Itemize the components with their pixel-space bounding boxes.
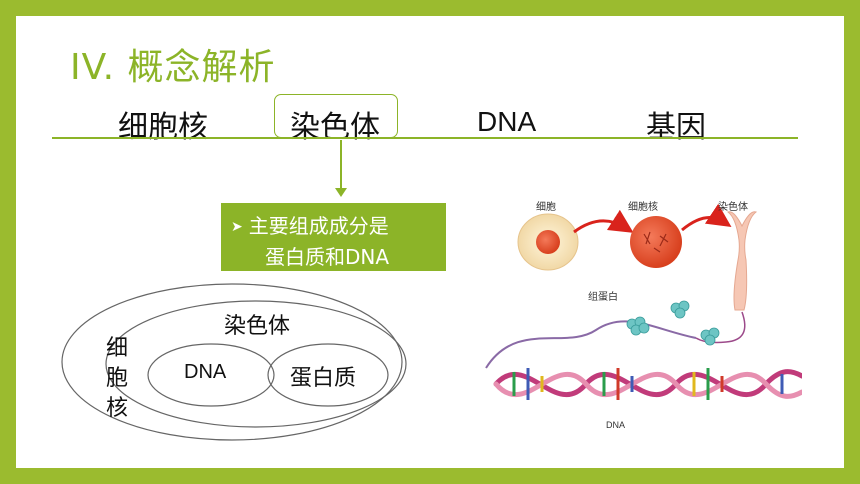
concept-line (52, 137, 798, 139)
term-dna: DNA (477, 106, 537, 137)
arrow-bullet-icon: ➤ (231, 219, 243, 235)
venn-diagram: 细胞核 染色体 DNA 蛋白质 (60, 282, 420, 446)
slide-title: IV. 概念解析 (70, 47, 276, 88)
arrow-down-icon (335, 188, 347, 197)
chromosome-structure-diagram: 细胞 细胞核 染色体 组蛋白 DNA (456, 170, 805, 434)
ellipse-protein (267, 343, 389, 407)
venn-label-dna: DNA (184, 361, 227, 383)
slide: IV. 概念解析 细胞核 染色体 DNA 基因 ➤ 主要组成成分是 蛋白质和DNA… (16, 16, 844, 468)
diagram-illustration (485, 203, 805, 400)
note-line-1: 主要组成成分是 (248, 214, 389, 238)
term-nucleus: 细胞核 (118, 110, 208, 145)
venn-ellipses (61, 283, 407, 441)
note-box: ➤ 主要组成成分是 蛋白质和DNA (221, 203, 446, 271)
term-chromosome: 染色体 (290, 110, 380, 145)
note-line-2: 蛋白质和DNA (265, 245, 390, 269)
diagram-label-cell: 细胞 (536, 202, 556, 213)
diagram-label-histone: 组蛋白 (588, 292, 618, 303)
diagram-label-nucleus: 细胞核 (628, 202, 658, 213)
diagram-label-chromosome: 染色体 (718, 202, 748, 213)
ellipse-chromosome (105, 300, 407, 428)
arrow-line (340, 140, 342, 191)
venn-label-protein: 蛋白质 (290, 366, 357, 391)
diagram-label-dna: DNA (606, 420, 626, 430)
term-gene: 基因 (646, 110, 706, 145)
venn-label-nucleus: 细胞核 (106, 336, 129, 421)
ellipse-nucleus (61, 283, 403, 441)
ellipse-dna (147, 343, 275, 407)
venn-label-chromosome: 染色体 (224, 314, 291, 339)
